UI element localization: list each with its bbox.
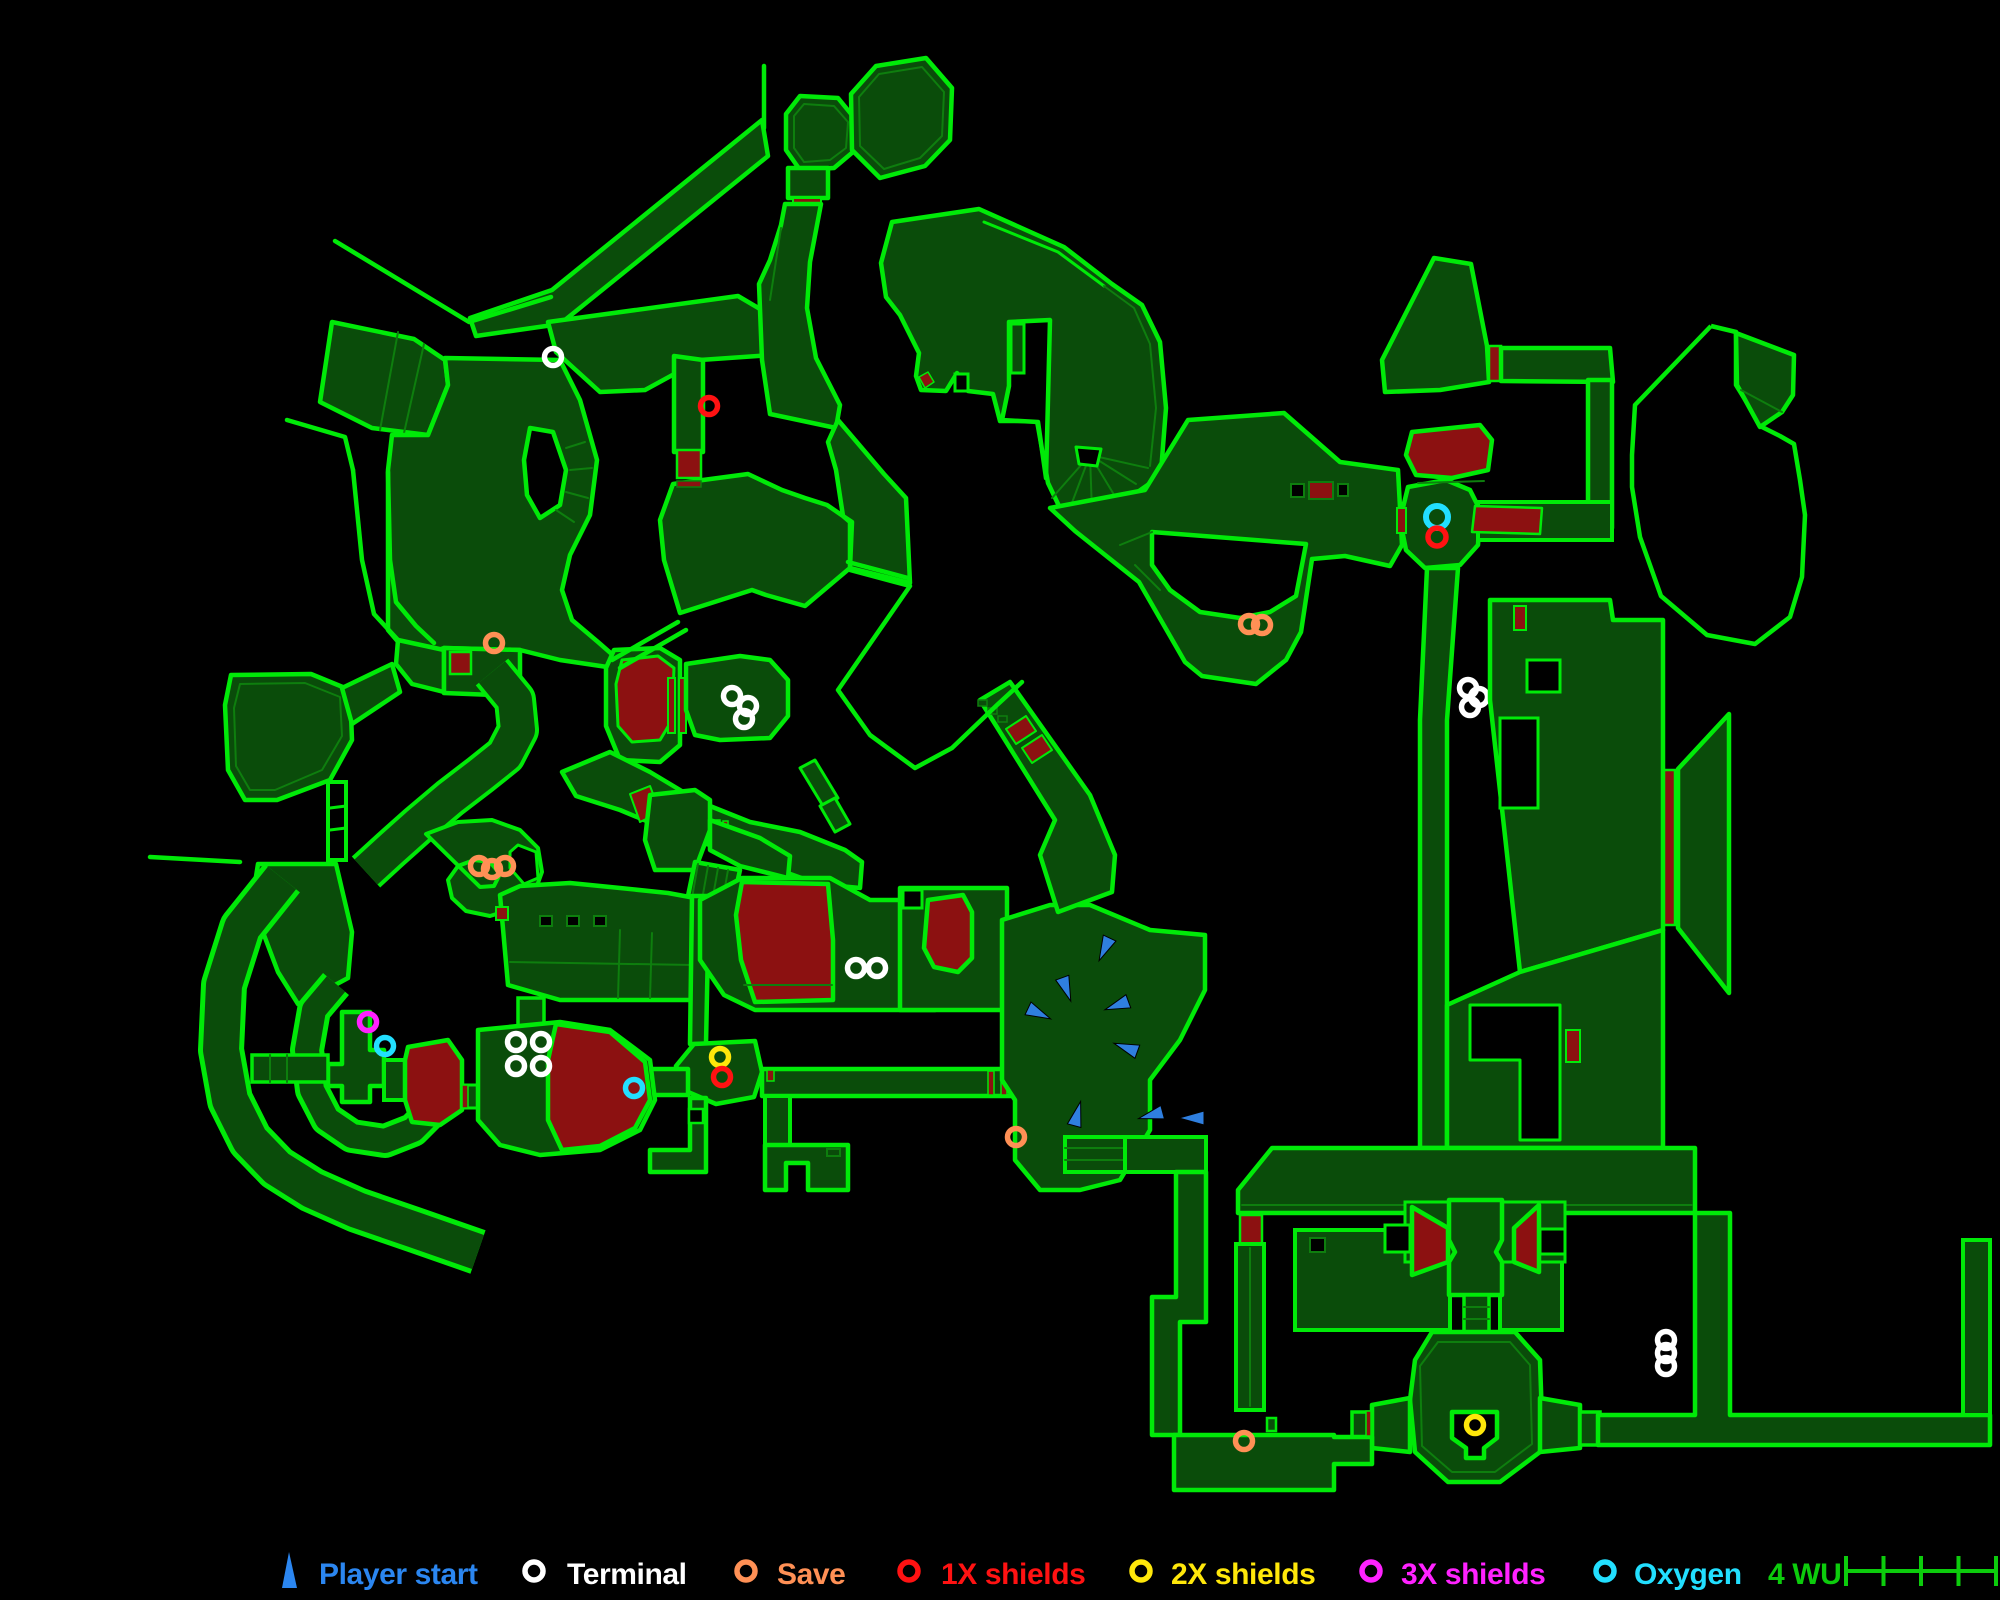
svg-text:2X shields: 2X shields — [1171, 1558, 1315, 1591]
svg-text:Oxygen: Oxygen — [1634, 1558, 1742, 1591]
svg-text:3X shields: 3X shields — [1401, 1558, 1545, 1591]
svg-text:Terminal: Terminal — [567, 1558, 687, 1591]
svg-text:4 WU: 4 WU — [1768, 1558, 1841, 1591]
svg-text:1X shields: 1X shields — [941, 1558, 1085, 1591]
svg-text:Save: Save — [777, 1558, 845, 1591]
svg-text:Player start: Player start — [319, 1558, 478, 1591]
